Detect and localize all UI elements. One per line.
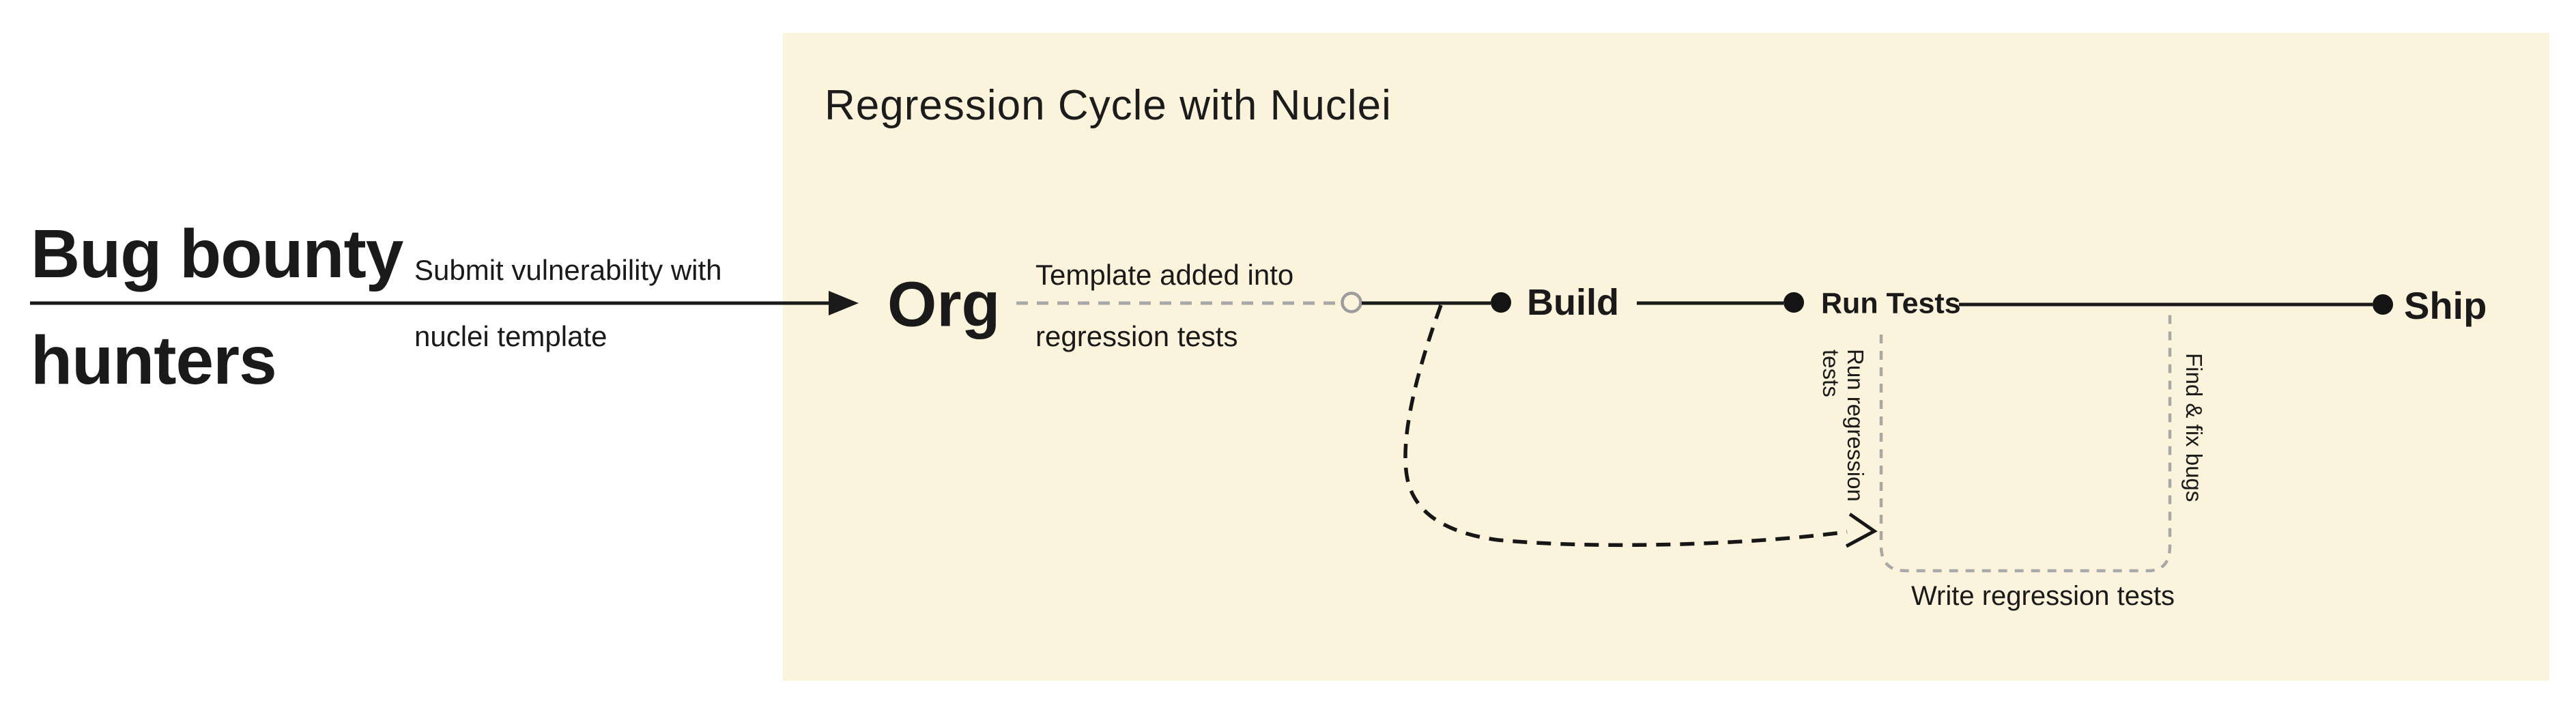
node-run-tests: Run Tests: [1821, 287, 1961, 320]
node-build: Build: [1527, 282, 1619, 323]
node-ship: Ship: [2404, 284, 2487, 327]
node-org: Org: [887, 268, 1001, 340]
run-regression-label-line1: Run regression: [1843, 349, 1868, 502]
submit-arrow-label-top: Submit vulnerability with: [414, 254, 722, 286]
run-regression-label-line2: tests: [1818, 350, 1844, 397]
submit-arrow: [30, 291, 859, 315]
find-fix-bugs-label: Find & fix bugs: [2181, 353, 2207, 502]
template-edge-label-top: Template added into: [1035, 259, 1294, 291]
template-edge-label-bottom: regression tests: [1035, 320, 1238, 352]
write-regression-tests-label: Write regression tests: [1911, 581, 2175, 611]
regression-panel: [783, 33, 2549, 681]
actor-label-line1: Bug bounty: [31, 216, 403, 292]
actor-label-line2: hunters: [31, 322, 277, 399]
page-title: Regression Cycle with Nuclei: [825, 82, 1392, 129]
submit-arrow-label-bottom: nuclei template: [414, 320, 607, 352]
